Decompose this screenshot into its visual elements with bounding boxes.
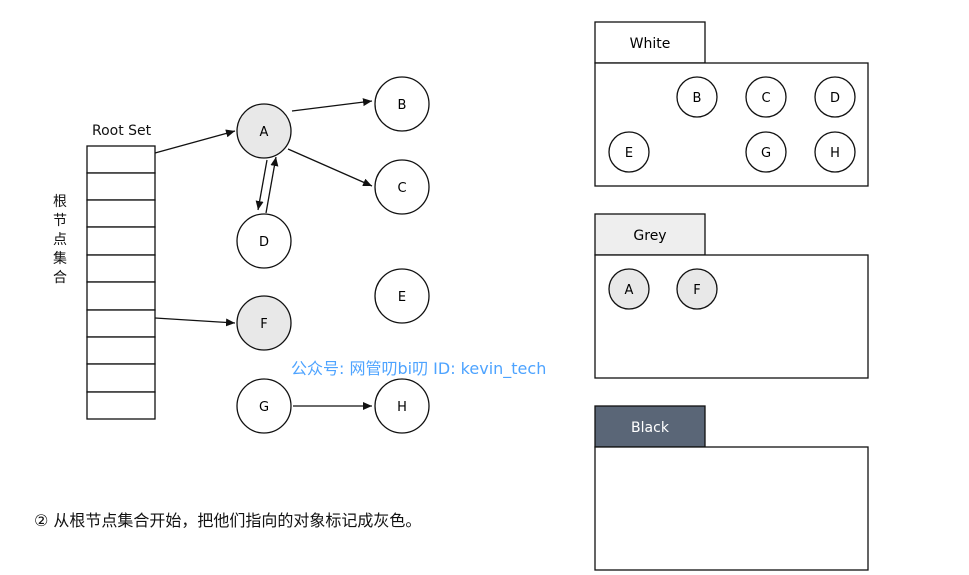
edge-root-to-f [154,317,236,327]
watermark: 公众号: 网管叨bi叨 ID: kevin_tech [291,359,547,378]
node-f: F [236,295,292,351]
white-panel-node: H [814,131,856,173]
edges [154,98,373,410]
root-set-slot [86,254,156,283]
svg-text:C: C [761,91,770,106]
svg-text:A: A [625,283,634,298]
white-panel-node: B [676,76,718,118]
vertical-label-char: 集 [53,251,67,267]
white-panel-node: D [814,76,856,118]
svg-text:B: B [693,91,702,106]
black-panel: Black [594,405,869,571]
root-set-slot [86,199,156,228]
svg-text:B: B [398,98,407,113]
edge-d-to-a [265,156,279,214]
svg-text:E: E [398,290,406,305]
vertical-label-char: 合 [53,270,67,286]
grey-panel-title: Grey [633,228,666,244]
node-b: B [374,76,430,132]
grey-panel-tab [594,213,706,256]
svg-text:G: G [761,146,771,161]
grey-panel: Grey A F [594,213,869,379]
vertical-label-char: 节 [53,213,67,229]
root-set-slot [86,336,156,365]
grey-panel-node: F [676,268,718,310]
svg-text:D: D [259,235,269,250]
white-panel-node: E [608,131,650,173]
black-panel-tab [594,405,706,448]
white-panel-title: White [630,36,671,52]
svg-text:F: F [260,317,267,332]
root-set-slot [86,391,156,420]
node-h: H [374,378,430,434]
root-set-stack [86,145,156,420]
white-panel-tab [594,21,706,64]
root-set-slot [86,226,156,256]
vertical-label-char: 根 [53,194,67,210]
svg-text:E: E [625,146,633,161]
vertical-label-char: 点 [53,232,67,248]
caption: ② 从根节点集合开始，把他们指向的对象标记成灰色。 [34,511,422,530]
edge-root-to-a [154,129,236,154]
edge-a-to-b [291,98,373,112]
white-panel-node: C [745,76,787,118]
svg-text:D: D [830,91,840,106]
node-e: E [374,268,430,324]
black-panel-body [594,446,869,571]
graph-nodes: A B C D E F G H [236,76,430,434]
svg-text:H: H [397,400,407,415]
grey-panel-node: A [608,268,650,310]
svg-text:G: G [259,400,269,415]
edge-a-to-c [287,148,373,187]
edge-a-to-d [255,159,268,211]
white-panel: White B C D E G H [594,21,869,187]
root-set-slot [86,309,156,338]
root-set-slot [86,281,156,311]
node-a: A [236,103,292,159]
root-set-label: Root Set [92,123,152,139]
svg-text:C: C [397,181,406,196]
root-set-slot [86,172,156,201]
black-panel-title: Black [631,420,670,436]
svg-text:A: A [260,125,269,140]
node-d: D [236,213,292,269]
svg-text:H: H [830,146,840,161]
root-node-set-vertical-label: 根 节 点 集 合 [52,193,68,288]
root-set-slot [86,145,156,174]
root-set-slot [86,363,156,393]
node-c: C [374,159,430,215]
white-panel-node: G [745,131,787,173]
svg-text:F: F [693,283,700,298]
node-g: G [236,378,292,434]
